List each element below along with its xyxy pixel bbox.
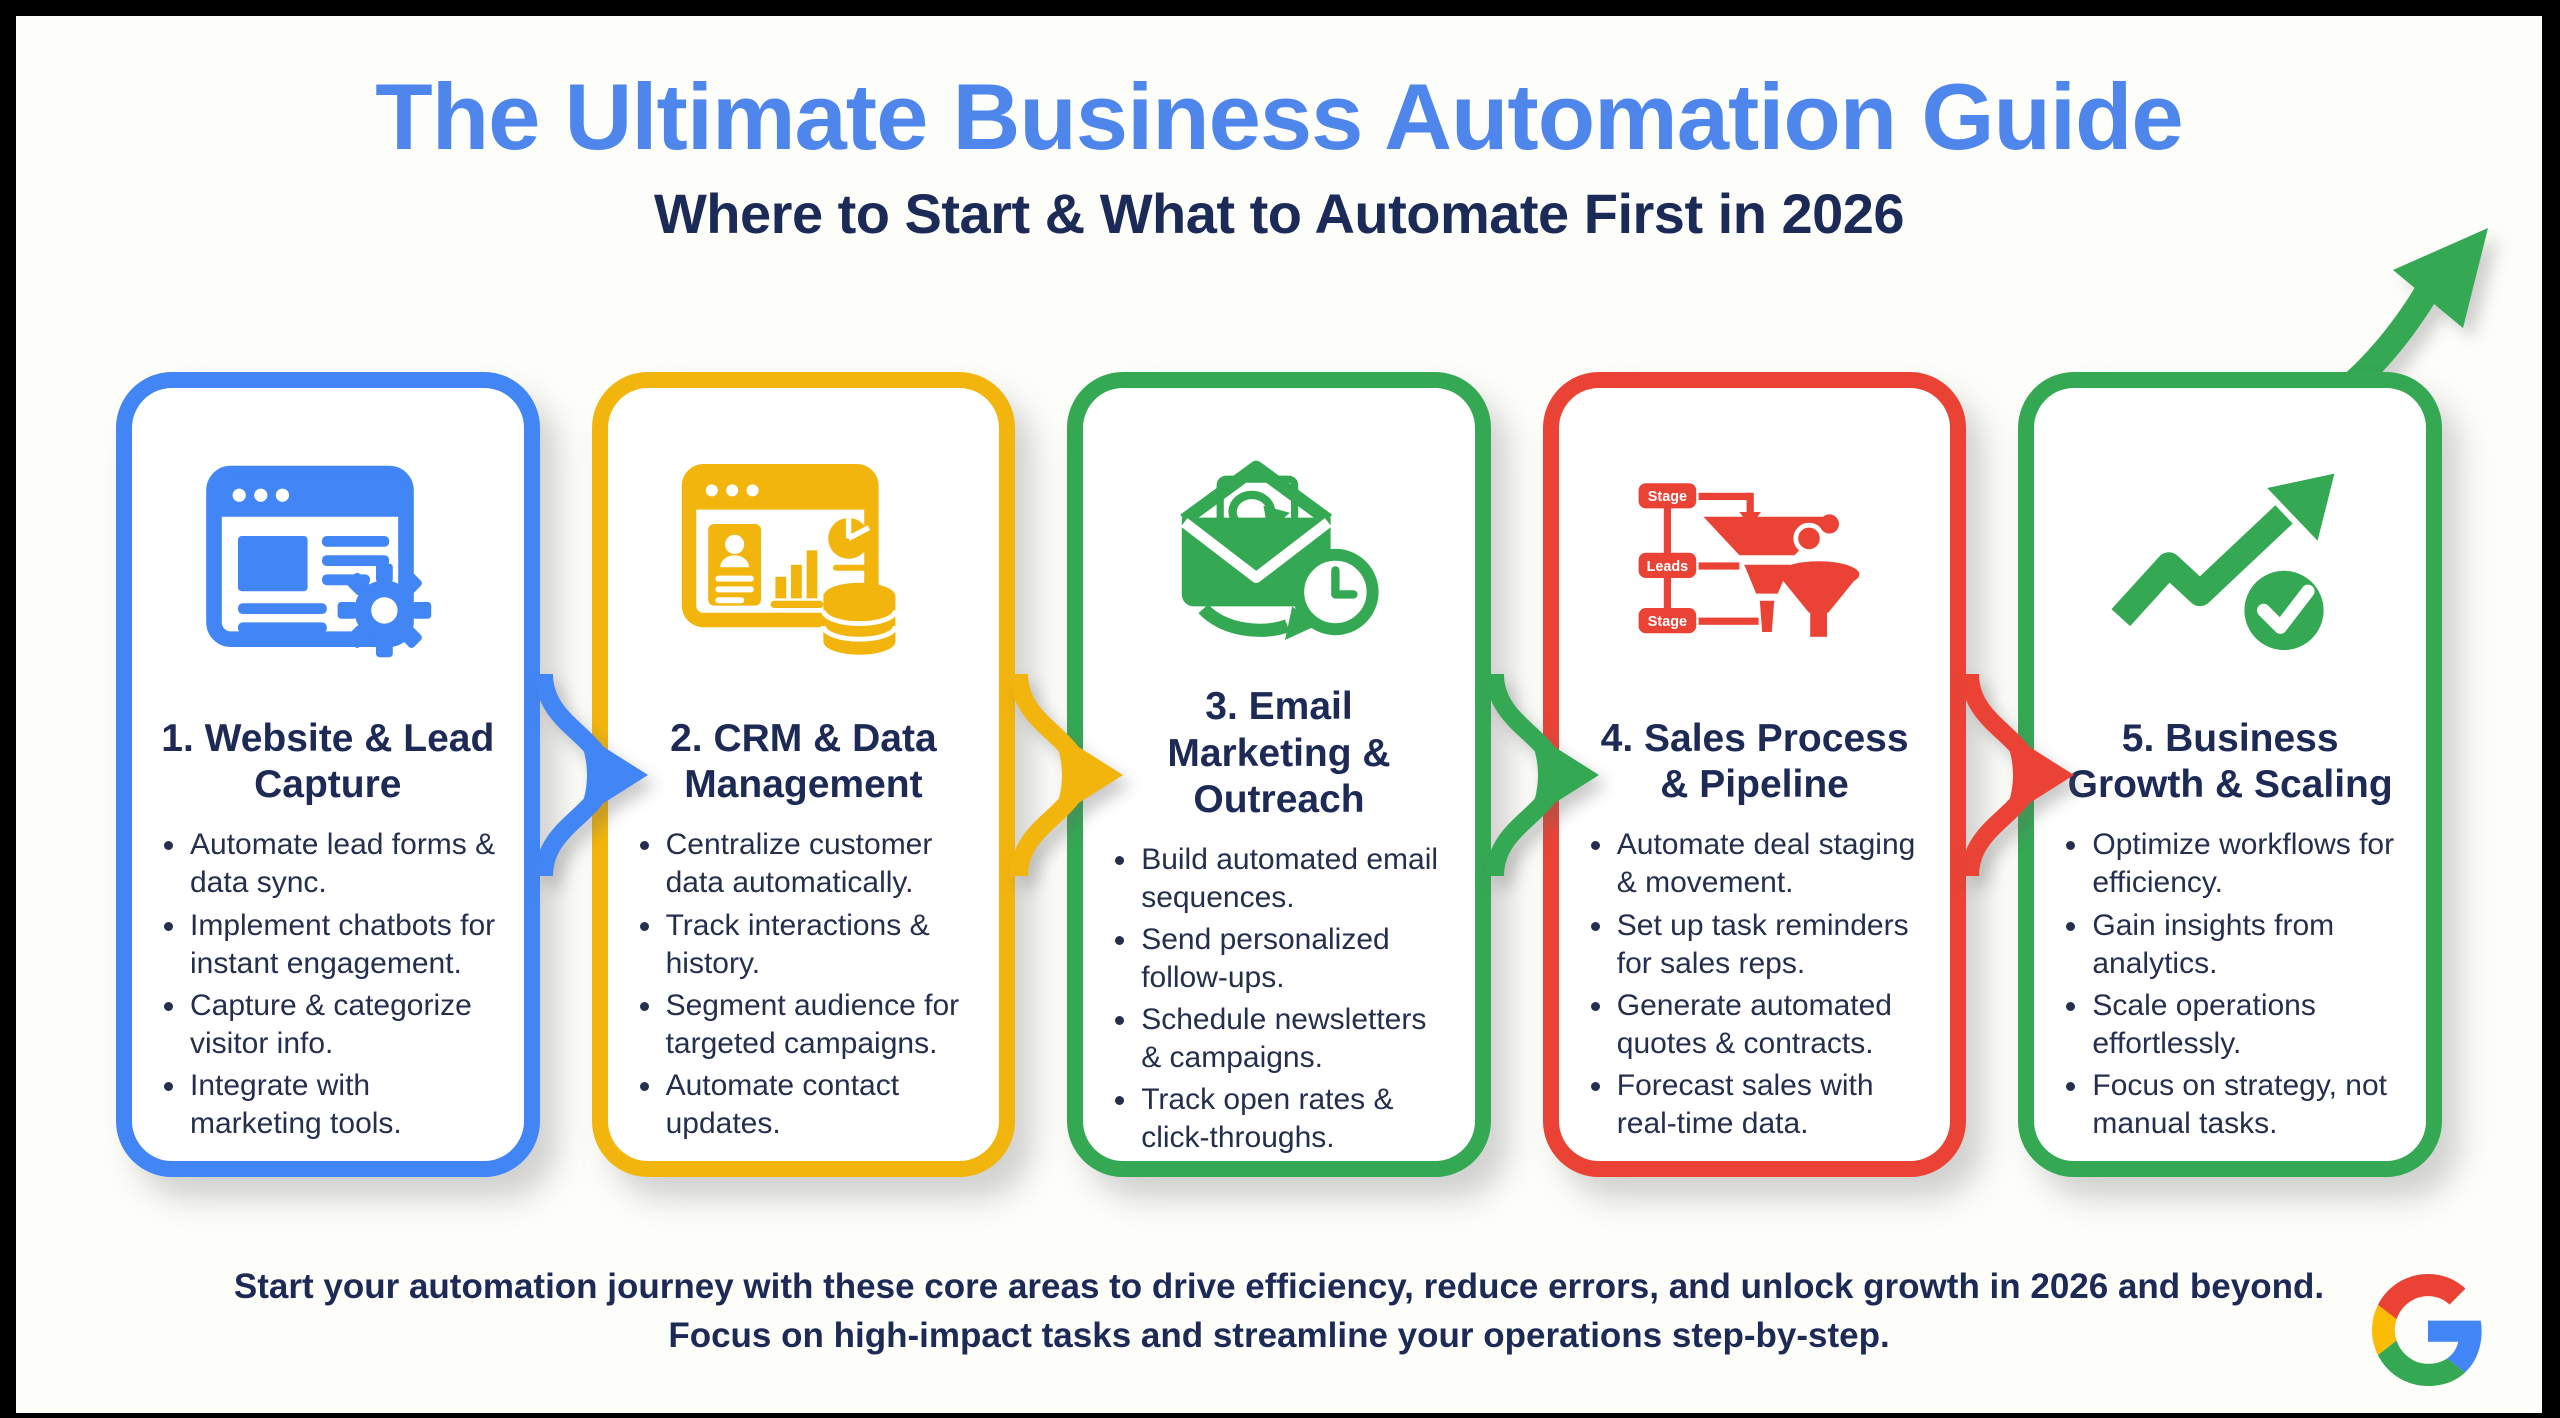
card-bullets: Automate lead forms & data sync.Implemen… [156,826,500,1147]
card-1: 1. Website & Lead Capture Automate lead … [116,372,540,1178]
bullet-item: Automate deal staging & movement. [1615,826,1927,902]
bullet-item: Optimize workflows for efficiency. [2090,826,2402,902]
card-3: 3. Email Marketing & Outreach Build auto… [1010,372,1491,1178]
card-title: 1. Website & Lead Capture [161,717,495,807]
cards-row: 1. Website & Lead Capture Automate lead … [16,372,2542,1178]
card-bullets: Automate deal staging & movement.Set up … [1583,826,1927,1147]
svg-text:Stage: Stage [1647,489,1686,505]
card-4: Stage Leads Stage 4. Sales Process & Pip… [1485,372,1967,1178]
bullet-item: Integrate with marketing tools. [188,1067,500,1143]
bullet-item: Generate automated quotes & contracts. [1615,987,1927,1063]
bullet-item: Build automated email sequences. [1139,841,1451,917]
card-title: 5. Business Growth & Scaling [2067,717,2393,807]
bullet-item: Gain insights from analytics. [2090,907,2402,983]
bullet-item: Forecast sales with real-time data. [1615,1067,1927,1143]
bullet-item: Segment audience for targeted campaigns. [664,987,976,1063]
bullet-item: Send personalized follow-ups. [1139,921,1451,997]
bullet-item: Automate contact updates. [664,1067,976,1143]
card-2: 2. CRM & Data Management Centralize cust… [534,372,1016,1178]
card-title: 3. Email Marketing & Outreach [1167,685,1391,821]
card-bullets: Build automated email sequences.Send per… [1107,841,1451,1162]
card-title: 2. CRM & Data Management [670,717,937,807]
svg-text:Stage: Stage [1647,614,1686,630]
growth-check-icon [2104,420,2356,712]
google-g-logo [2372,1273,2482,1386]
footer: Start your automation journey with these… [16,1263,2542,1386]
card-title: 4. Sales Process & Pipeline [1600,717,1909,807]
bullet-item: Scale operations effortlessly. [2090,987,2402,1063]
bullet-item: Focus on strategy, not manual tasks. [2090,1067,2402,1143]
bullet-item: Automate lead forms & data sync. [188,826,500,902]
sales-funnel-icon: Stage Leads Stage [1629,420,1881,712]
bullet-item: Track open rates & click-throughs. [1139,1081,1451,1157]
header: The Ultimate Business Automation Guide W… [16,16,2542,244]
crm-dashboard-icon [677,420,929,712]
card-bullets: Centralize customer data automatically.T… [632,826,976,1147]
footer-line-1: Start your automation journey with these… [233,1267,2325,1307]
bullet-item: Centralize customer data automatically. [664,826,976,902]
email-clock-icon [1153,420,1405,680]
infographic-title: The Ultimate Business Automation Guide [375,64,2183,169]
browser-gear-icon [202,420,454,712]
bullet-item: Set up task reminders for sales reps. [1615,907,1927,983]
bullet-item: Track interactions & history. [664,907,976,983]
infographic-subtitle: Where to Start & What to Automate First … [653,181,1905,245]
card-5: 5. Business Growth & Scaling Optimize wo… [1961,372,2442,1178]
card-bullets: Optimize workflows for efficiency.Gain i… [2058,826,2402,1147]
background-frame: The Ultimate Business Automation Guide W… [16,16,2542,1413]
bullet-item: Capture & categorize visitor info. [188,987,500,1063]
bullet-item: Implement chatbots for instant engagemen… [188,907,500,983]
footer-line-2: Focus on high-impact tasks and streamlin… [668,1315,1890,1355]
svg-text:Leads: Leads [1646,559,1688,575]
bullet-item: Schedule newsletters & campaigns. [1139,1001,1451,1077]
